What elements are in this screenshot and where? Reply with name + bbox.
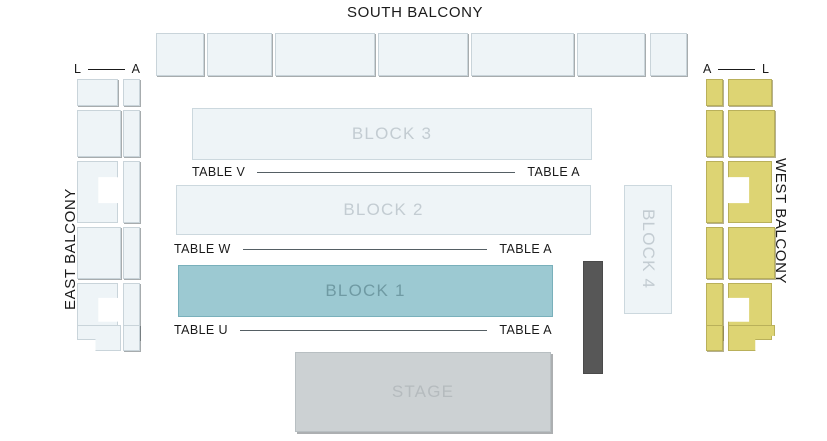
west-balcony-row-4-outer[interactable] [706,227,723,279]
east-balcony-row-4-inner[interactable] [77,227,121,279]
south-balcony-section-1[interactable] [156,33,204,76]
west-balcony-row-2-inner[interactable] [728,110,775,157]
east-balcony-ends: L A [74,62,140,76]
south-balcony-title: SOUTH BALCONY [347,4,484,21]
table-row-w-rule [242,248,488,250]
east-balcony-end-left: L [74,62,81,76]
table-row-w: TABLE W TABLE A [174,239,552,259]
west-balcony-ends: A L [703,62,769,76]
west-balcony-row-1-inner[interactable] [728,79,772,106]
table-row-v-right: TABLE A [527,165,580,179]
table-row-u-rule [239,329,488,331]
south-balcony-section-3[interactable] [275,33,375,76]
east-balcony-row-3-outer[interactable] [123,161,140,223]
south-balcony-section-7[interactable] [650,33,687,76]
west-balcony-end-rule [718,68,756,70]
block-3-label: BLOCK 3 [351,124,433,143]
west-balcony-row-3-outer[interactable] [706,161,723,223]
west-balcony-row-4-inner[interactable] [728,227,775,279]
block-2[interactable]: BLOCK 2 [176,185,591,235]
east-balcony-row-3-inner[interactable] [77,161,118,223]
side-barrier [583,261,603,374]
east-balcony-end-rule [87,68,125,70]
east-balcony-row-4-outer[interactable] [123,227,140,279]
east-balcony-row-6-outer[interactable] [123,325,140,351]
south-balcony-section-5[interactable] [471,33,574,76]
table-row-w-right: TABLE A [499,242,552,256]
west-balcony-row-1-outer[interactable] [706,79,723,106]
east-balcony-row-1-inner[interactable] [77,79,118,106]
table-row-v-rule [257,171,516,173]
table-row-u-left: TABLE U [174,323,228,337]
east-balcony-row-1-outer[interactable] [123,79,140,106]
south-balcony-section-6[interactable] [577,33,645,76]
west-balcony-end-left: A [703,62,712,76]
stage-block[interactable]: STAGE [295,352,551,432]
west-balcony-end-right: L [762,62,769,76]
south-balcony-section-4[interactable] [378,33,468,76]
table-row-v: TABLE V TABLE A [192,162,580,182]
table-row-u: TABLE U TABLE A [174,320,552,340]
block-2-label: BLOCK 2 [343,200,424,219]
table-row-w-left: TABLE W [174,242,231,256]
table-row-u-right: TABLE A [499,323,552,337]
west-balcony-row-2-outer[interactable] [706,110,723,157]
table-row-v-left: TABLE V [192,165,246,179]
south-balcony-section-2[interactable] [207,33,272,76]
block-1-label: BLOCK 1 [325,281,406,300]
west-balcony-row-6-outer[interactable] [706,325,723,351]
east-balcony-row-2-outer[interactable] [123,110,140,157]
east-balcony-end-right: A [131,62,140,76]
west-balcony-row-3-inner[interactable] [728,161,772,223]
block-4-label: BLOCK 4 [639,209,658,290]
block-1[interactable]: BLOCK 1 [178,265,553,317]
block-3[interactable]: BLOCK 3 [192,108,592,160]
east-balcony-row-2-inner[interactable] [77,110,121,157]
block-4[interactable]: BLOCK 4 [624,185,672,314]
stage-label: STAGE [391,382,455,401]
